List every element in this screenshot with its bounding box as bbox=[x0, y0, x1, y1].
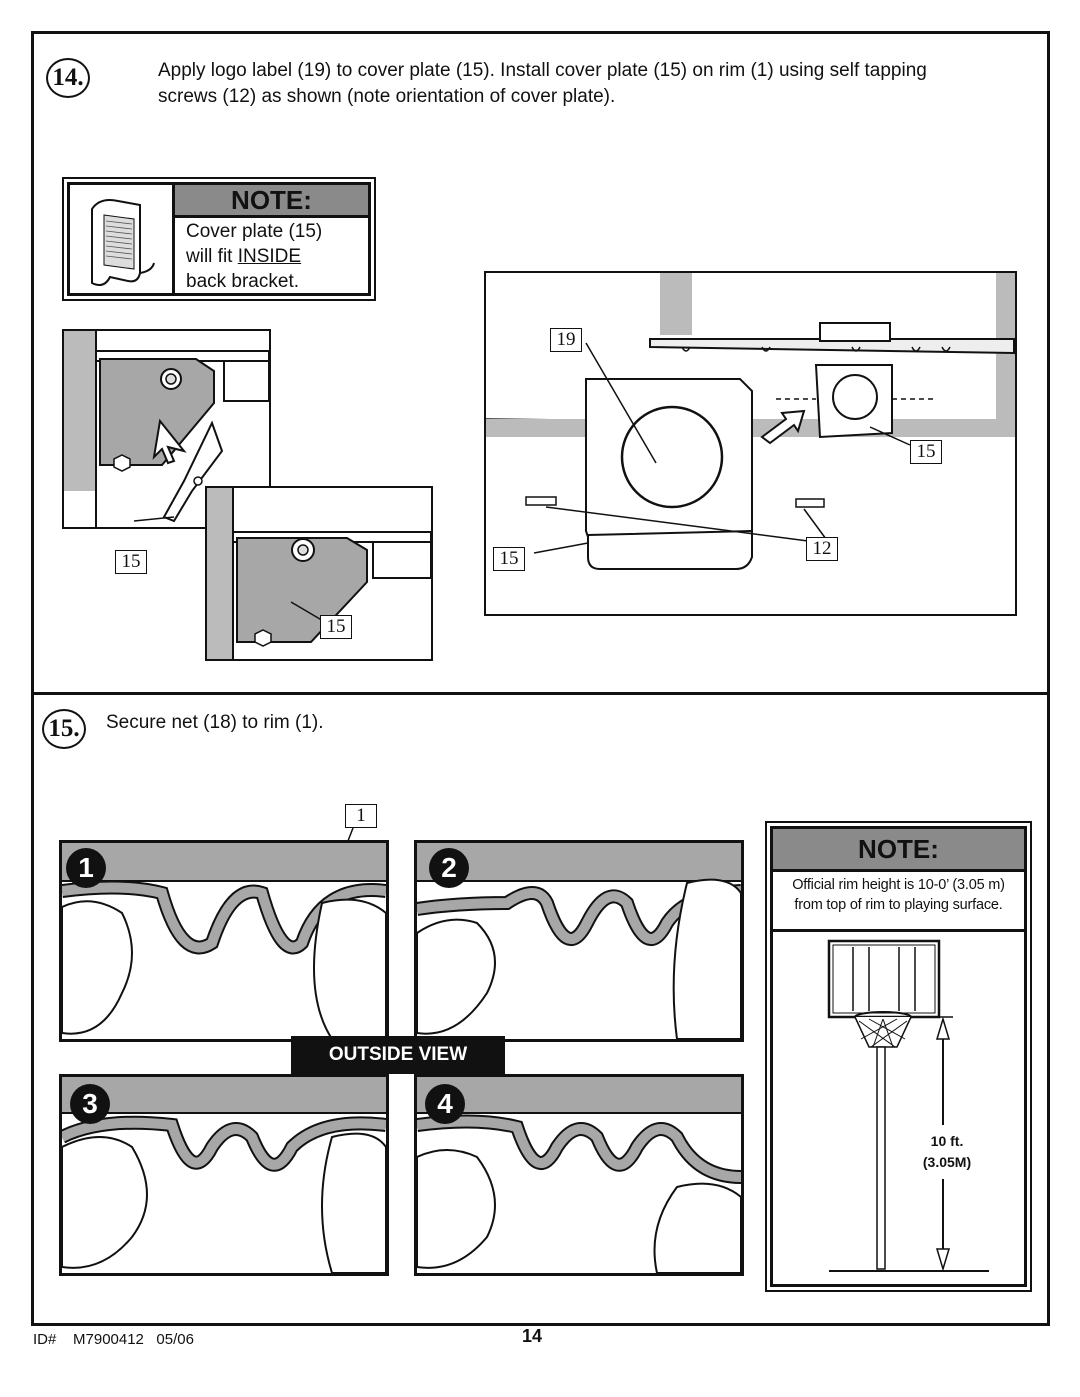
callout-15-left: 15 bbox=[115, 550, 147, 574]
net-panel-1 bbox=[59, 840, 389, 1042]
step14-note: NOTE: Cover plate (15) will fit INSIDE b… bbox=[62, 177, 376, 301]
bracket-illustration bbox=[70, 185, 175, 293]
step14-note-line1: Cover plate (15) bbox=[186, 221, 323, 242]
step15-note-title: NOTE: bbox=[773, 829, 1024, 872]
document-id: ID# M7900412 05/06 bbox=[33, 1331, 194, 1348]
net-panel-1-number: 1 bbox=[66, 848, 106, 888]
rim-height-m: (3.05M) bbox=[922, 1154, 972, 1170]
callout-15-plate: 15 bbox=[910, 440, 942, 464]
step15-note: NOTE: Official rim height is 10-0’ (3.05… bbox=[765, 821, 1032, 1292]
step14-note-line2: will fit INSIDE bbox=[186, 246, 302, 267]
net-panel-3-number: 3 bbox=[70, 1084, 110, 1124]
callout-19: 19 bbox=[550, 328, 582, 352]
callout-12: 12 bbox=[806, 537, 838, 561]
bracket-diagram-before bbox=[62, 329, 271, 529]
step14-note-title: NOTE: bbox=[175, 185, 368, 218]
bracket-diagram-after bbox=[205, 486, 433, 661]
step14-text-line1: Apply logo label (19) to cover plate (15… bbox=[158, 60, 927, 81]
net-panel-3 bbox=[59, 1074, 389, 1276]
step15-frame bbox=[31, 692, 1050, 1326]
step14-number: 14. bbox=[46, 58, 90, 98]
callout-15-mid: 15 bbox=[320, 615, 352, 639]
rim-height-ft: 10 ft. bbox=[930, 1133, 964, 1149]
page-number: 14 bbox=[522, 1326, 543, 1346]
callout-15-lower: 15 bbox=[493, 547, 525, 571]
callout-1: 1 bbox=[345, 804, 377, 828]
step15-note-line2: from top of rim to playing surface. bbox=[794, 897, 1003, 913]
step15-text: Secure net (18) to rim (1). bbox=[106, 712, 324, 733]
step14-note-line3: back bracket. bbox=[186, 271, 299, 292]
step15-number: 15. bbox=[42, 709, 86, 749]
net-panel-4 bbox=[414, 1074, 744, 1276]
outside-view-label: OUTSIDE VIEW bbox=[291, 1036, 505, 1074]
net-panel-2-number: 2 bbox=[429, 848, 469, 888]
rim-height-illustration bbox=[827, 939, 989, 1272]
net-panel-2 bbox=[414, 840, 744, 1042]
net-panel-4-number: 4 bbox=[425, 1084, 465, 1124]
step14-text-line2: screws (12) as shown (note orientation o… bbox=[158, 86, 616, 107]
step15-note-line1: Official rim height is 10-0’ (3.05 m) bbox=[792, 877, 1005, 893]
